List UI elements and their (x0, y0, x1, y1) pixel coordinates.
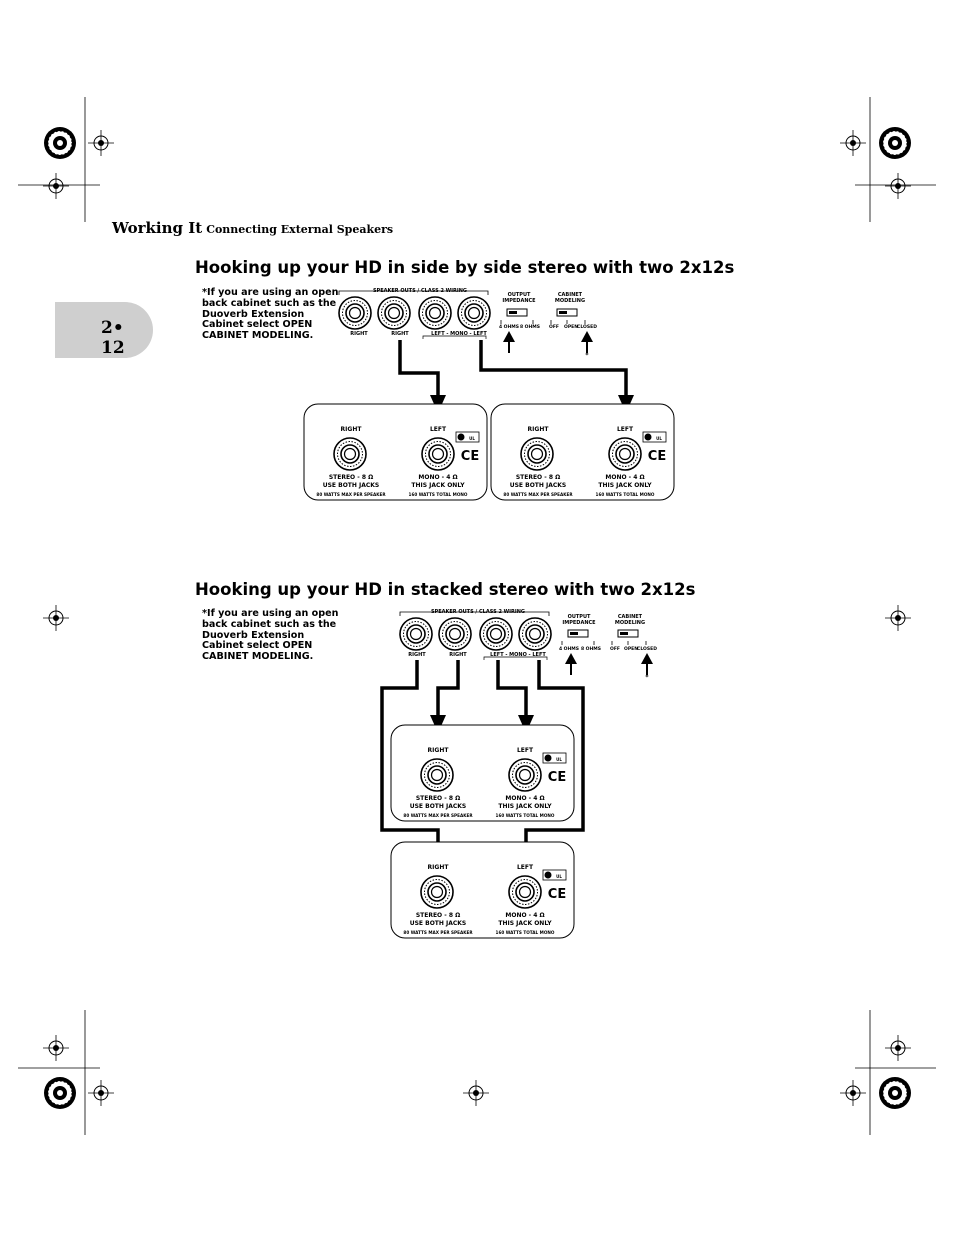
svg-text:UL: UL (556, 874, 562, 879)
svg-text:THIS JACK ONLY: THIS JACK ONLY (411, 482, 465, 489)
svg-text:THIS JACK ONLY: THIS JACK ONLY (498, 920, 552, 927)
svg-text:STEREO - 8 Ω: STEREO - 8 Ω (329, 474, 373, 481)
svg-text:RIGHT: RIGHT (428, 747, 450, 754)
svg-text:THIS JACK ONLY: THIS JACK ONLY (498, 803, 552, 810)
svg-text:STEREO - 8 Ω: STEREO - 8 Ω (416, 912, 460, 919)
svg-text:USE BOTH JACKS: USE BOTH JACKS (410, 803, 467, 810)
cabinet-2-labels: RIGHT LEFT STEREO - 8 Ω USE BOTH JACKS 8… (503, 426, 666, 497)
svg-text:IMPEDANCE: IMPEDANCE (562, 620, 596, 626)
svg-text:80 WATTS MAX PER SPEAKER: 80 WATTS MAX PER SPEAKER (403, 930, 473, 935)
chapter-subtitle: Connecting External Speakers (206, 223, 394, 236)
ce-mark: CE (648, 449, 666, 464)
svg-text:OFF: OFF (610, 646, 620, 652)
svg-text:RIGHT: RIGHT (528, 426, 550, 433)
svg-text:RIGHT: RIGHT (428, 864, 450, 871)
svg-text:SPEAKER OUTS / CLASS 2 WIRING: SPEAKER OUTS / CLASS 2 WIRING (431, 609, 525, 615)
cabinet-1-labels: RIGHT LEFT STEREO - 8 Ω USE BOTH JACKS 8… (316, 426, 479, 497)
svg-text:CLOSED: CLOSED (577, 324, 597, 330)
svg-text:THIS JACK ONLY: THIS JACK ONLY (598, 482, 652, 489)
ce-mark: CE (548, 887, 566, 902)
svg-text:LEFT - MONO - LEFT: LEFT - MONO - LEFT (431, 331, 487, 337)
svg-text:RIGHT: RIGHT (449, 652, 467, 658)
svg-text:CABINET: CABINET (558, 292, 583, 298)
svg-text:RIGHT: RIGHT (341, 426, 363, 433)
svg-text:USE BOTH JACKS: USE BOTH JACKS (510, 482, 567, 489)
svg-text:OFF: OFF (549, 324, 559, 330)
svg-text:*: * (585, 352, 589, 359)
svg-text:MODELING: MODELING (615, 620, 645, 626)
section-title: Hooking up your HD in side by side stere… (195, 258, 735, 277)
svg-text:80 WATTS MAX PER SPEAKER: 80 WATTS MAX PER SPEAKER (316, 492, 386, 497)
page-tab: 2• 12 (55, 302, 153, 358)
svg-text:LEFT: LEFT (430, 426, 447, 433)
svg-text:MONO - 4 Ω: MONO - 4 Ω (505, 912, 544, 919)
amp-panel-labels: SPEAKER OUTS / CLASS 2 WIRING OUTPUT IMP… (408, 609, 657, 681)
svg-text:LEFT: LEFT (517, 747, 534, 754)
svg-text:UL: UL (556, 757, 562, 762)
svg-text:80 WATTS MAX PER SPEAKER: 80 WATTS MAX PER SPEAKER (403, 813, 473, 818)
svg-text:80 WATTS MAX PER SPEAKER: 80 WATTS MAX PER SPEAKER (503, 492, 573, 497)
svg-text:160 WATTS TOTAL MONO: 160 WATTS TOTAL MONO (596, 492, 655, 497)
svg-text:160 WATTS TOTAL MONO: 160 WATTS TOTAL MONO (409, 492, 468, 497)
svg-text:UL: UL (469, 436, 475, 441)
svg-text:MODELING: MODELING (555, 298, 585, 304)
svg-text:LEFT - MONO - LEFT: LEFT - MONO - LEFT (490, 652, 546, 658)
svg-text:UL: UL (656, 436, 662, 441)
svg-text:4 OHMS: 4 OHMS (559, 646, 579, 652)
svg-text:RIGHT: RIGHT (350, 331, 368, 337)
svg-text:MONO - 4 Ω: MONO - 4 Ω (505, 795, 544, 802)
svg-text:4 OHMS: 4 OHMS (499, 324, 519, 330)
svg-text:OUTPUT: OUTPUT (508, 292, 531, 298)
ce-mark: CE (461, 449, 479, 464)
amp-panel-labels: SPEAKER OUTS / CLASS 2 WIRING OUTPUT IMP… (350, 288, 597, 359)
page-number: 2• 12 (101, 318, 125, 358)
section-note: *If you are using an open back cabinet s… (202, 287, 339, 342)
svg-text:IMPEDANCE: IMPEDANCE (502, 298, 536, 304)
chapter-title: Working It (112, 219, 203, 237)
section-note: *If you are using an open back cabinet s… (202, 608, 339, 663)
svg-text:160 WATTS TOTAL MONO: 160 WATTS TOTAL MONO (496, 813, 555, 818)
svg-text:RIGHT: RIGHT (391, 331, 409, 337)
svg-text:OPEN: OPEN (564, 324, 578, 330)
svg-text:*: * (645, 674, 649, 681)
svg-text:SPEAKER OUTS / CLASS 2 WIRING: SPEAKER OUTS / CLASS 2 WIRING (373, 288, 467, 294)
svg-text:8 OHMS: 8 OHMS (581, 646, 601, 652)
svg-text:CABINET: CABINET (618, 614, 643, 620)
svg-text:160 WATTS TOTAL MONO: 160 WATTS TOTAL MONO (496, 930, 555, 935)
svg-text:LEFT: LEFT (617, 426, 634, 433)
cabinet-4-labels: RIGHT LEFT STEREO - 8 Ω USE BOTH JACKS 8… (403, 864, 566, 935)
svg-text:USE BOTH JACKS: USE BOTH JACKS (323, 482, 380, 489)
cabinet-3-labels: RIGHT LEFT STEREO - 8 Ω USE BOTH JACKS 8… (403, 747, 566, 818)
svg-text:USE BOTH JACKS: USE BOTH JACKS (410, 920, 467, 927)
svg-text:RIGHT: RIGHT (408, 652, 426, 658)
ce-mark: CE (548, 770, 566, 785)
svg-text:STEREO - 8 Ω: STEREO - 8 Ω (516, 474, 560, 481)
svg-text:MONO - 4 Ω: MONO - 4 Ω (605, 474, 644, 481)
section-title: Hooking up your HD in stacked stereo wit… (195, 580, 696, 599)
svg-text:STEREO - 8 Ω: STEREO - 8 Ω (416, 795, 460, 802)
svg-text:LEFT: LEFT (517, 864, 534, 871)
svg-text:OPEN: OPEN (624, 646, 638, 652)
svg-text:OUTPUT: OUTPUT (568, 614, 591, 620)
svg-text:CLOSED: CLOSED (637, 646, 657, 652)
svg-text:MONO - 4 Ω: MONO - 4 Ω (418, 474, 457, 481)
svg-text:8 OHMS: 8 OHMS (520, 324, 540, 330)
